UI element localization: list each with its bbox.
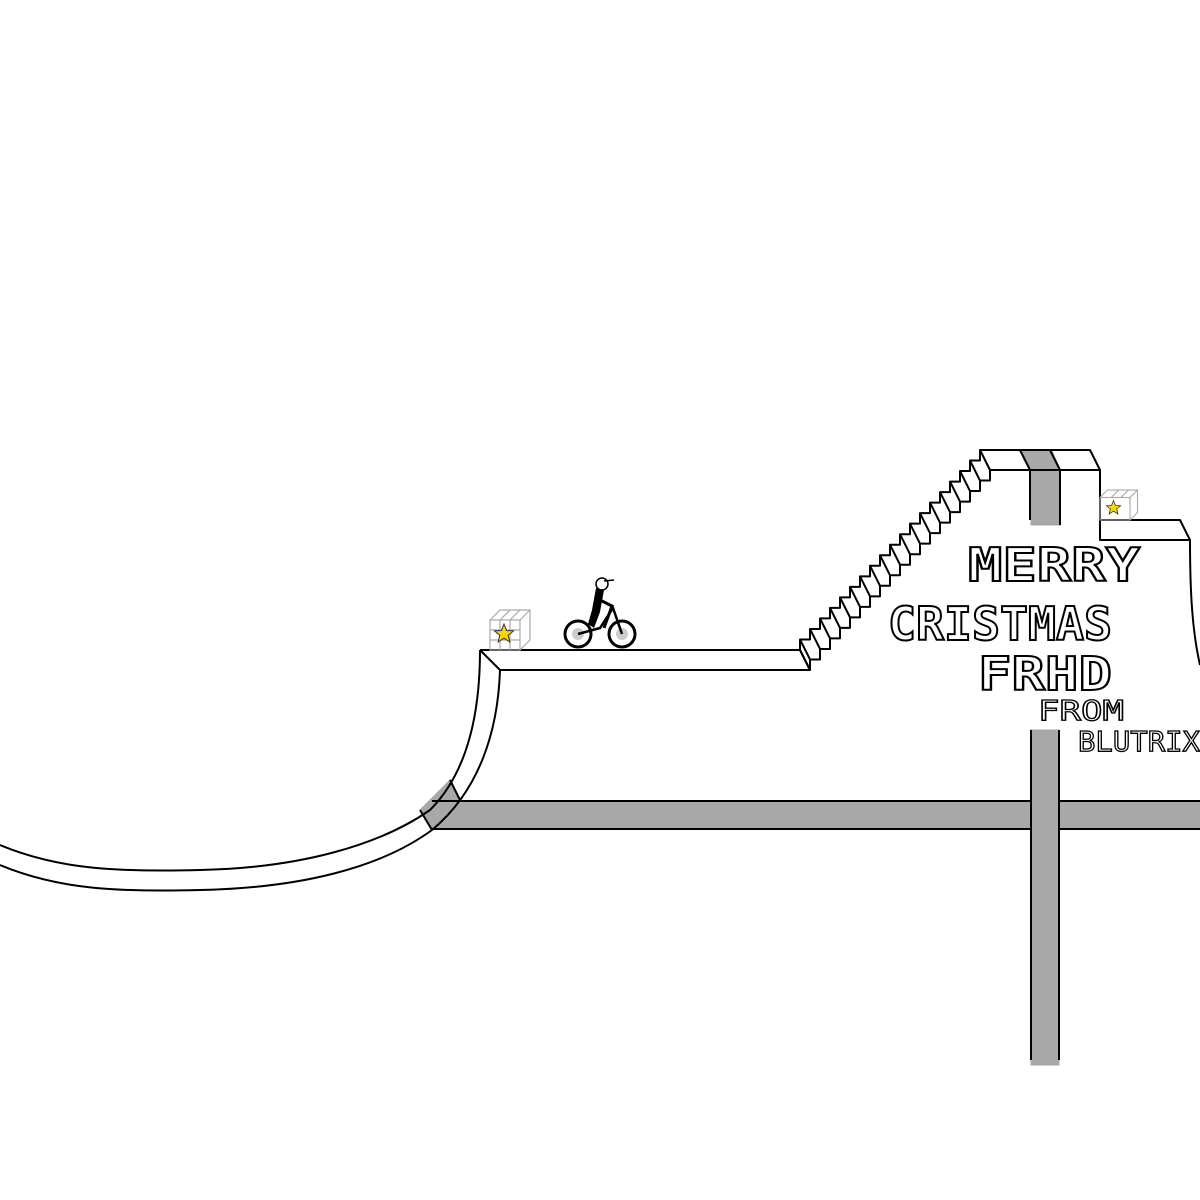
credit-from: FROM <box>1038 694 1124 727</box>
goal-box-2 <box>1099 489 1139 521</box>
goal-box-1 <box>489 609 531 651</box>
right-cliff <box>1189 539 1200 666</box>
staircase <box>799 449 1000 671</box>
rider-bike <box>563 577 637 649</box>
message-line-2: CRISTMAS <box>888 597 1112 651</box>
scenery-horizontal-band <box>431 800 1200 830</box>
rider-helmet <box>595 577 609 591</box>
scenery-top-band <box>1021 450 1061 526</box>
message-line-3: FRHD <box>978 647 1112 701</box>
ramp-inner <box>429 649 481 811</box>
credit-author: BLUTRIX <box>1078 725 1200 758</box>
star-icon <box>1105 499 1122 515</box>
stair-step <box>799 449 991 671</box>
scenery-vertical-band <box>1030 729 1060 1066</box>
ramp-outer <box>431 669 501 831</box>
track-curve-lower <box>0 829 433 892</box>
platform <box>479 649 811 671</box>
message-line-1: MERRY <box>968 538 1140 592</box>
top-platform <box>990 449 1191 541</box>
star-icon <box>493 622 515 644</box>
track-curve-upper <box>0 809 431 872</box>
track-lines <box>0 449 1200 1060</box>
stair-step <box>809 469 1000 670</box>
